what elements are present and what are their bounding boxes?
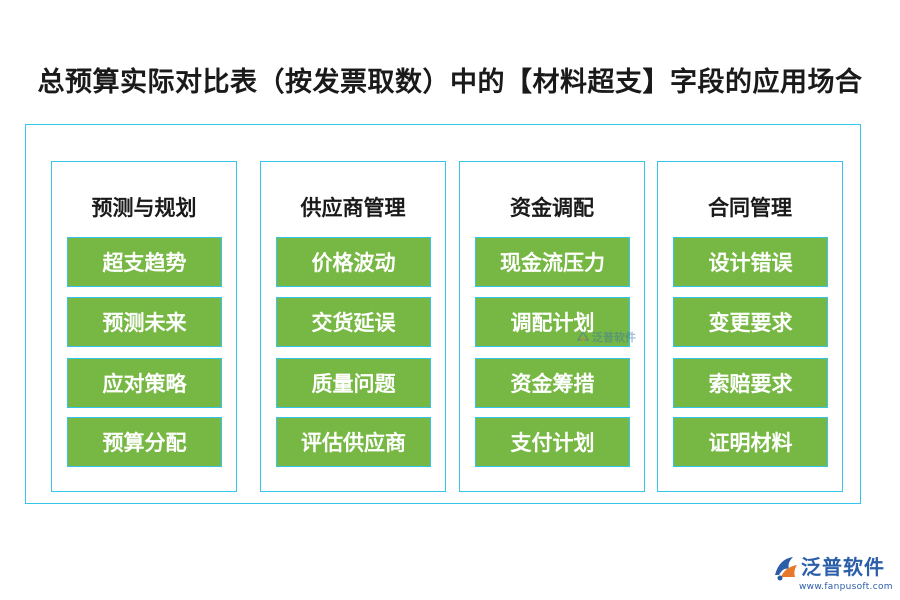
item-box: 证明材料 — [673, 417, 828, 467]
item-box: 预测未来 — [67, 297, 222, 347]
column-supplier-management: 供应商管理 价格波动 交货延误 质量问题 评估供应商 — [260, 161, 446, 492]
column-heading: 预测与规划 — [91, 195, 197, 220]
item-box: 支付计划 — [475, 417, 630, 467]
outer-frame — [25, 124, 861, 504]
brand-logo: 泛普软件 www.fanpusoft.com — [771, 553, 893, 593]
item-box: 资金筹措 — [475, 358, 630, 408]
column-heading: 供应商管理 — [300, 195, 406, 220]
watermark-text: 泛普软件 — [592, 331, 636, 344]
item-box: 超支趋势 — [67, 237, 222, 287]
item-box: 变更要求 — [673, 297, 828, 347]
fanpu-logo-icon — [576, 330, 590, 341]
column-heading: 合同管理 — [708, 195, 792, 220]
item-box: 索赔要求 — [673, 358, 828, 408]
watermark: 泛普软件 — [576, 329, 636, 345]
fanpu-logo-icon — [775, 557, 797, 581]
item-box: 应对策略 — [67, 358, 222, 408]
item-box: 设计错误 — [673, 237, 828, 287]
column-forecast-planning: 预测与规划 超支趋势 预测未来 应对策略 预算分配 — [51, 161, 237, 492]
page-title: 总预算实际对比表（按发票取数）中的【材料超支】字段的应用场合 — [37, 67, 863, 98]
item-box: 现金流压力 — [475, 237, 630, 287]
column-fund-allocation: 资金调配 现金流压力 调配计划 资金筹措 支付计划 — [459, 161, 645, 492]
item-box: 质量问题 — [276, 358, 431, 408]
column-contract-management: 合同管理 设计错误 变更要求 索赔要求 证明材料 — [657, 161, 843, 492]
logo-text: 泛普软件 — [801, 555, 885, 579]
item-box: 调配计划 — [475, 297, 630, 347]
item-box: 评估供应商 — [276, 417, 431, 467]
item-box: 预算分配 — [67, 417, 222, 467]
item-box: 交货延误 — [276, 297, 431, 347]
logo-url: www.fanpusoft.com — [799, 582, 893, 592]
item-box: 价格波动 — [276, 237, 431, 287]
column-heading: 资金调配 — [510, 195, 594, 220]
